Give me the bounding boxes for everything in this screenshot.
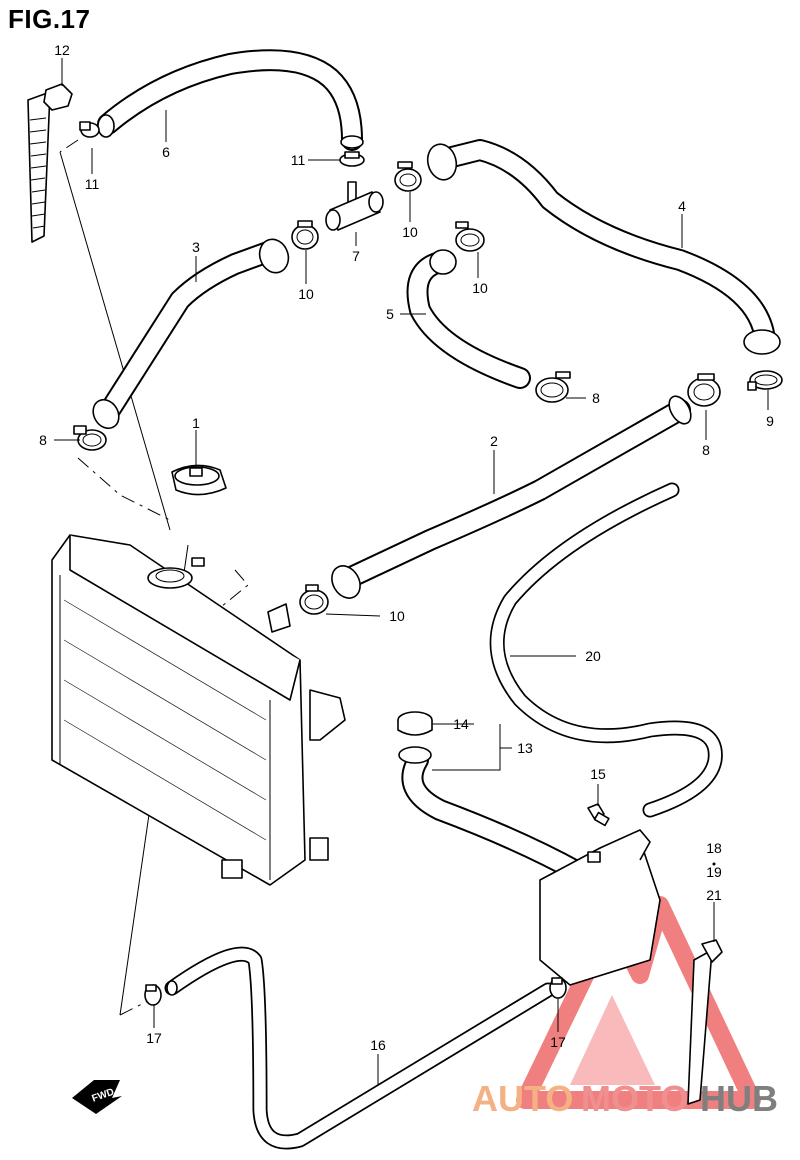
callout-16: 16 (370, 1037, 386, 1053)
part-8-clamp-a (535, 371, 571, 403)
callout-10-d: 10 (389, 608, 405, 624)
watermark-text: AUTO MOTO HUB (472, 1078, 778, 1119)
fwd-direction-badge: FWD (72, 1080, 122, 1114)
callout-10-c: 10 (472, 280, 488, 296)
callout-6: 6 (162, 144, 170, 160)
part-7-t-joint (325, 181, 384, 231)
reservoir-tank (539, 829, 661, 986)
callout-8-a: 8 (592, 390, 600, 406)
part-10-clamp-c (455, 221, 485, 252)
watermark-auto: AUTO (472, 1078, 573, 1119)
callout-7: 7 (352, 248, 360, 264)
part-17-clip-right (549, 977, 567, 999)
callout-2: 2 (490, 433, 498, 449)
figure-title: FIG.17 (8, 4, 91, 34)
part-5-hose (406, 249, 531, 389)
part-10-clamp-d (299, 584, 329, 615)
callout-4: 4 (678, 198, 686, 214)
part-1-radiator-cap (171, 464, 227, 496)
callout-13: 13 (517, 740, 533, 756)
part-21-clip-strip (687, 939, 723, 1105)
callout-10-a: 10 (298, 286, 314, 302)
part-3-hose (92, 238, 290, 430)
part-17-clip-left (144, 984, 162, 1006)
callout-14: 14 (453, 716, 469, 732)
part-11-clip-right (339, 151, 365, 167)
callout-15: 15 (590, 766, 606, 782)
callout-8-c: 8 (39, 432, 47, 448)
part-13-filler-neck (398, 746, 589, 883)
part-11-clip-left (79, 121, 100, 138)
callout-10-b: 10 (402, 224, 418, 240)
part-9-clamp (747, 370, 783, 391)
callout-17-left: 17 (146, 1030, 162, 1046)
part-10-clamp-a (291, 220, 319, 250)
callout-labels: 12 6 11 11 4 10 7 3 10 10 5 8 8 9 1 8 2 … (39, 42, 774, 1053)
part-2-hose (331, 395, 692, 599)
part-20-hose (489, 482, 723, 818)
watermark-moto: MOTO (581, 1078, 688, 1119)
watermark-hub: HUB (700, 1078, 778, 1119)
callout-1: 1 (192, 415, 200, 431)
callout-9: 9 (766, 413, 774, 429)
callout-11-right: 11 (291, 152, 306, 168)
part-10-clamp-b (394, 161, 422, 192)
callout-20: 20 (585, 648, 601, 664)
callout-21: 21 (706, 887, 722, 903)
part-8-clamp-c (73, 425, 107, 451)
callout-8-b: 8 (702, 442, 710, 458)
callout-12: 12 (54, 42, 70, 58)
callout-11-left: 11 (85, 176, 100, 192)
part-8-clamp-b (687, 373, 721, 407)
callout-19: 19 (706, 864, 722, 880)
callout-3: 3 (192, 239, 200, 255)
part-15-bolt (587, 803, 610, 827)
part-12-clip-strip (27, 83, 73, 243)
part-16-hose (164, 946, 556, 1150)
radiator (51, 534, 346, 886)
leader-lines (54, 58, 769, 1086)
callout-5: 5 (386, 306, 394, 322)
part-4-hose (426, 139, 781, 355)
part-6-hose (97, 49, 364, 151)
callout-17-right: 17 (550, 1034, 566, 1050)
part-14-cap (397, 711, 433, 736)
callout-18: 18 (706, 840, 722, 856)
